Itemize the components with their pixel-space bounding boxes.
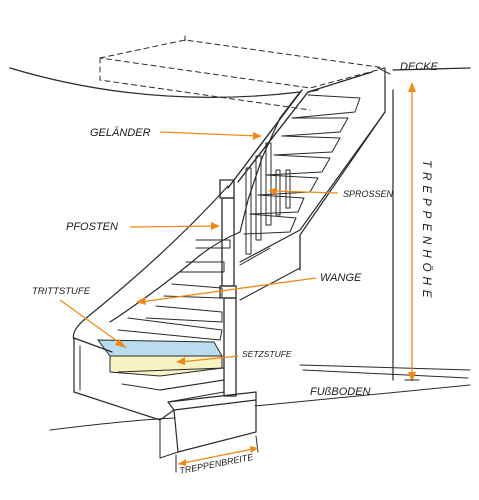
newel-post [219, 179, 237, 397]
label-stair-height: TREPPENHÖHE [420, 160, 432, 303]
upper-flight [239, 69, 386, 271]
label-railing: GELÄNDER [90, 127, 151, 139]
ceiling-opening [99, 35, 386, 111]
label-tread: TRITTSTUFE [32, 286, 91, 297]
label-balusters: SPROSSEN [343, 189, 394, 199]
stair-width-dimension [175, 435, 259, 473]
handrail [227, 67, 391, 189]
winder-treads [109, 231, 241, 341]
label-newel-post: PFOSTEN [66, 221, 118, 233]
room-outline [9, 67, 471, 431]
label-ceiling: DECKE [400, 61, 439, 73]
balusters [245, 142, 291, 255]
stringer [239, 111, 386, 301]
annotation-arrows [59, 131, 339, 365]
stair-height-dimension [404, 82, 420, 382]
label-stair-width: TREPPENBREITE [178, 452, 255, 476]
label-floor: FUßBODEN [310, 386, 371, 398]
label-stringer: WANGE [320, 272, 362, 284]
label-riser: SETZSTUFE [242, 349, 292, 359]
lower-steps [117, 367, 257, 453]
outer-curved-wall [72, 185, 229, 459]
